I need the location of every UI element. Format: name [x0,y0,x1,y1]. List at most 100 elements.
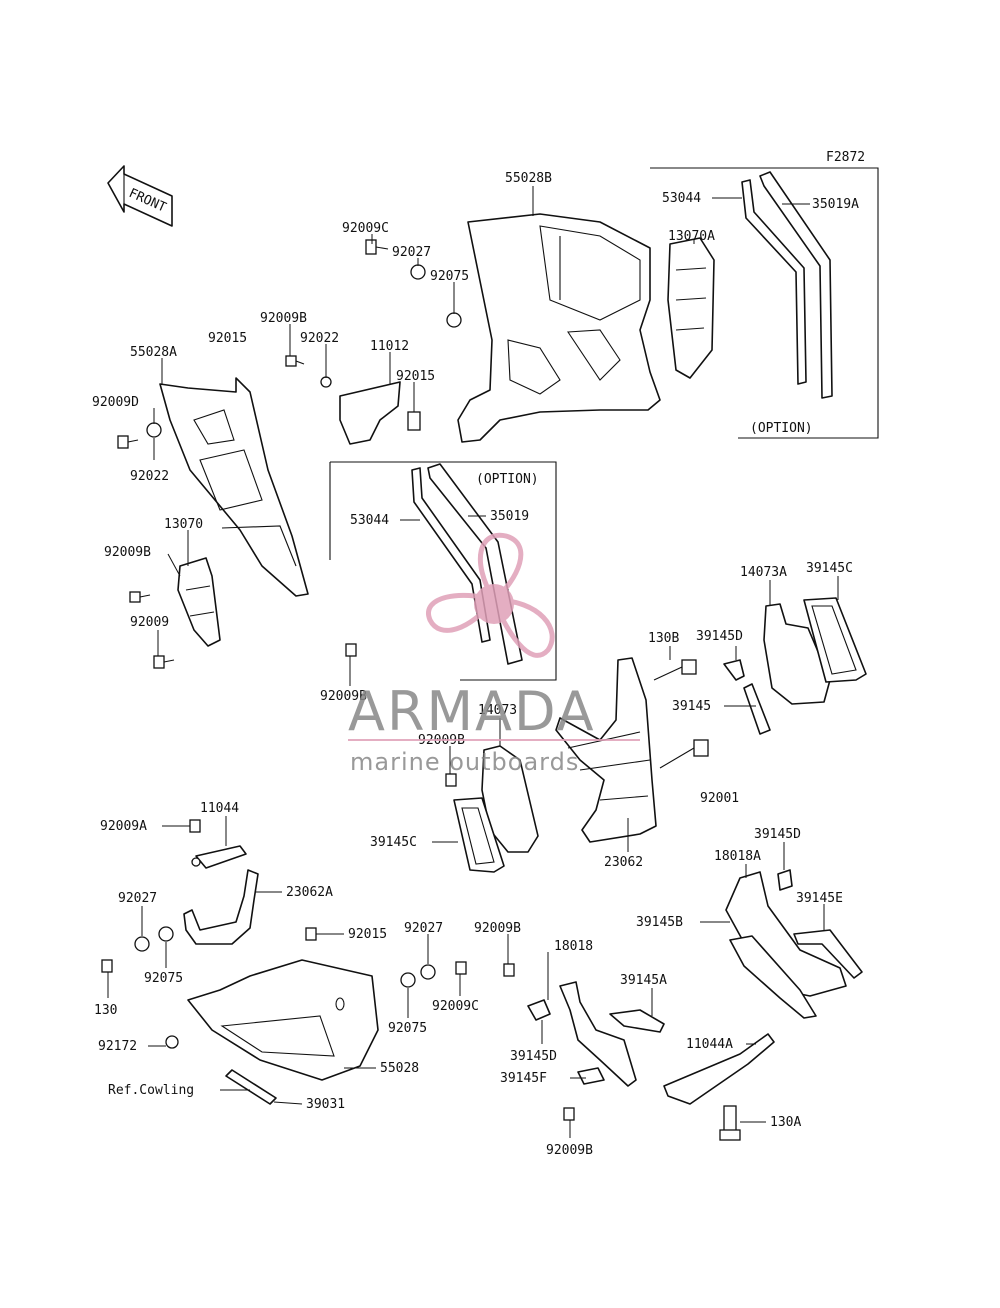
label-92075-low2: 92075 [388,1021,427,1036]
label-39145C: 39145C [370,835,417,850]
front-arrow-icon: FRONT [107,165,173,227]
label-92027-top: 92027 [392,245,431,260]
label-53044: 53044 [350,513,389,528]
option-label-center: (OPTION) [476,472,539,487]
label-18018A: 18018A [714,849,761,864]
hardware-left [117,422,175,669]
label-92009B-left: 92009B [104,545,151,560]
label-92022-top: 92022 [300,331,339,346]
part-55028A [159,377,309,597]
part-23062 [555,657,657,843]
label-23062A: 23062A [286,885,333,900]
part-13070A [667,237,715,379]
part-39145-39145D [723,659,771,735]
bolt-92001 [659,739,709,769]
bolt-130B [653,659,697,681]
hardware-top [285,239,462,431]
label-39145D-low: 39145D [510,1049,557,1064]
hardware-lower-left [101,926,317,1049]
label-23062: 23062 [604,855,643,870]
label-92015-low: 92015 [348,927,387,942]
label-35019: 35019 [490,509,529,524]
propeller-logo-icon [426,532,555,658]
label-39145A: 39145A [620,973,667,988]
part-39031 [225,1069,277,1105]
leader-lines [107,186,839,1138]
part-53044-35019A [741,171,833,399]
watermark-tagline: marine outboards [350,748,579,776]
label-92009: 92009 [130,615,169,630]
part-18018 [527,981,637,1121]
part-55028 [187,959,379,1081]
part-11012 [339,381,401,445]
label-35019A: 35019A [812,197,859,212]
label-130B: 130B [648,631,679,646]
hardware-center-low [400,961,515,988]
part-14073A [763,603,831,705]
part-14073 [481,745,539,853]
label-18018: 18018 [554,939,593,954]
label-14073: 14073 [478,703,517,718]
hardware-center-opt [345,643,357,657]
label-39145: 39145 [672,699,711,714]
label-14073A: 14073A [740,565,787,580]
part-39145C-top [803,597,867,683]
part-13070 [177,557,221,647]
label-92001: 92001 [700,791,739,806]
label-55028B: 55028B [505,171,552,186]
label-39145D-right: 39145D [754,827,801,842]
label-39145D-top: 39145D [696,629,743,644]
label-92009B-low: 92009B [474,921,521,936]
part-23062A [183,869,259,945]
label-92027-low: 92027 [118,891,157,906]
label-11044A: 11044A [686,1037,733,1052]
part-39145A [609,1009,665,1033]
label-92027-low2: 92027 [404,921,443,936]
label-11044: 11044 [200,801,239,816]
part-18018A-39145B [725,869,847,1019]
label-53044-opt: 53044 [662,191,701,206]
label-92015-mid: 92015 [396,369,435,384]
label-92075-top: 92075 [430,269,469,284]
label-92015-top: 92015 [208,331,247,346]
part-labels: 55028B 53044 35019A 13070A 92009C 92027 … [92,171,859,1158]
label-39145F: 39145F [500,1071,547,1086]
part-39145E [793,929,863,979]
label-130A: 130A [770,1115,801,1130]
label-55028: 55028 [380,1061,419,1076]
option-label-right: (OPTION) [750,421,813,436]
part-11044A [663,1033,775,1105]
label-92009D: 92009D [92,395,139,410]
bolt-130A [719,1105,741,1141]
label-39031: 39031 [306,1097,345,1112]
label-39145C-top: 39145C [806,561,853,576]
label-92009C-low: 92009C [432,999,479,1014]
label-13070A: 13070A [668,229,715,244]
ref-cowling-note: Ref.Cowling [108,1083,194,1098]
label-92172: 92172 [98,1039,137,1054]
label-92009B-mid: 92009B [320,689,367,704]
part-11044 [189,819,247,869]
label-92022-left: 92022 [130,469,169,484]
label-92009B-bottom: 92009B [546,1143,593,1158]
watermark-brand: ARMADA [348,680,596,743]
option-box-right: (OPTION) [650,167,879,439]
part-53044-35019 [411,463,523,665]
label-92009C-top: 92009C [342,221,389,236]
label-55028A: 55028A [130,345,177,360]
part-39145C [453,797,505,873]
hardware-center [445,773,457,787]
watermark: ARMADA marine outboards [348,532,640,776]
label-39145E: 39145E [796,891,843,906]
figure-id: F2872 [826,150,865,165]
option-box-center: (OPTION) [329,461,557,681]
label-92075-low: 92075 [144,971,183,986]
label-11012: 11012 [370,339,409,354]
label-130: 130 [94,1003,117,1018]
part-55028B [457,213,661,443]
label-92009B-top: 92009B [260,311,307,326]
label-13070: 13070 [164,517,203,532]
label-92009A: 92009A [100,819,147,834]
label-39145B: 39145B [636,915,683,930]
